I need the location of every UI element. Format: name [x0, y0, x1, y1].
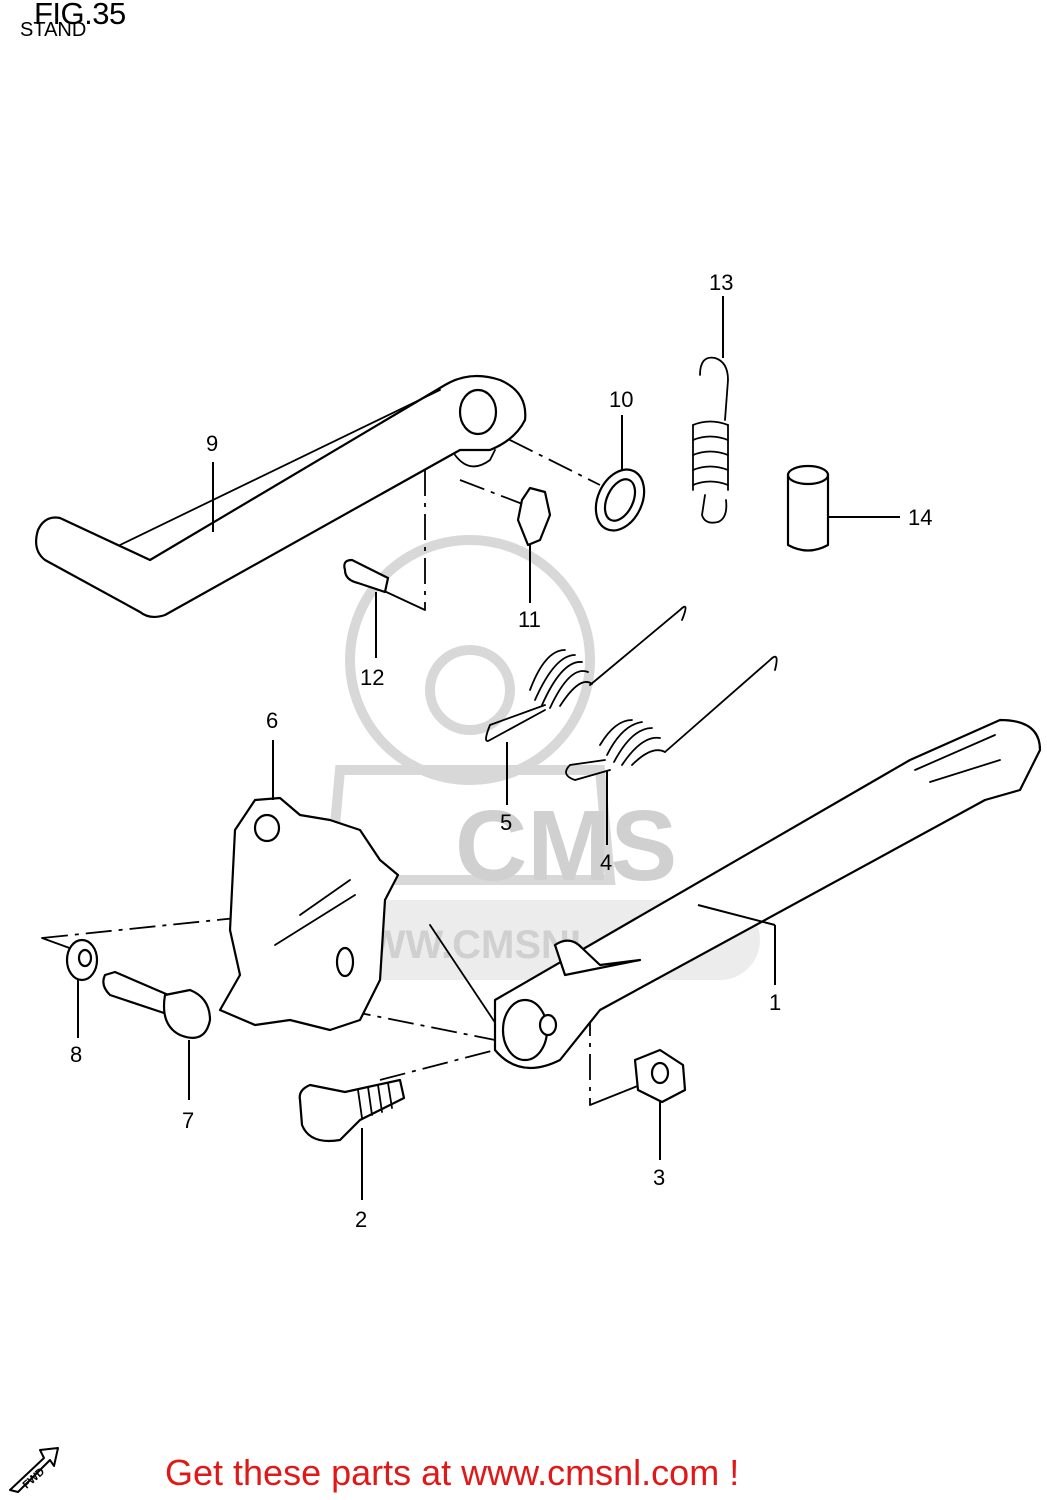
spring-long — [565, 655, 778, 781]
washer-ring-inner — [603, 478, 637, 522]
callout-4: 4 — [600, 850, 612, 875]
assembly-line-bolt-stand — [379, 1049, 496, 1081]
callout-3: 3 — [653, 1165, 665, 1190]
lever-edge-line — [119, 389, 441, 546]
watermark-mascot-face — [425, 645, 515, 735]
spring-short-coils — [529, 649, 593, 709]
lever-arm — [35, 374, 527, 619]
fwd-label: FWD — [21, 1466, 48, 1492]
figure-subtitle: STAND — [20, 19, 87, 41]
bracket — [218, 796, 400, 1032]
lever-tab — [454, 449, 496, 468]
spring-hook — [692, 356, 729, 524]
bracket-plate — [218, 796, 400, 1032]
pivot-bolt-threads — [357, 1082, 393, 1119]
bolt-head — [162, 988, 212, 1039]
washer-inner — [77, 948, 93, 968]
spring-hook-coils — [692, 420, 729, 486]
figure-title: FIG.35 — [34, 0, 126, 31]
assembly-line-bracket-stand — [344, 1009, 496, 1041]
screw — [343, 558, 390, 594]
callout-7: 7 — [182, 1108, 194, 1133]
washer-ring — [594, 468, 646, 532]
callout-9: 9 — [206, 431, 218, 456]
assembly-line-bracket-pivot — [429, 924, 501, 1031]
spring-hook-bottom — [701, 494, 728, 524]
pivot-bolt-body — [298, 1078, 406, 1143]
callout-10: 10 — [609, 387, 633, 412]
bracket-hole-bottom — [335, 946, 355, 978]
figure-header: FIG.35 STAND — [0, 0, 300, 60]
assembly-line-screw — [381, 589, 426, 611]
collar — [786, 464, 830, 552]
spring-hook-top — [699, 356, 729, 421]
stand-pivot-hole — [538, 1013, 558, 1037]
callout-1: 1 — [769, 990, 781, 1015]
callout-5: 5 — [500, 810, 512, 835]
collar-body — [786, 473, 830, 552]
callout-11: 11 — [518, 607, 541, 632]
bracket-edge-lines — [274, 879, 356, 946]
spring-long-coils — [599, 719, 666, 766]
bracket-hole-top — [253, 813, 281, 843]
callout-2: 2 — [355, 1207, 367, 1232]
callout-8: 8 — [70, 1042, 82, 1067]
leader-1-diag — [697, 904, 776, 926]
lever-pivot-hole — [458, 388, 498, 436]
spring-long-hook-left — [565, 759, 611, 781]
washer — [65, 938, 99, 982]
parts-diagram: CMS WWW.CMSNL.COM — [35, 270, 1042, 1232]
assembly-line-lever-clip — [459, 479, 526, 506]
watermark-mascot-head — [345, 535, 595, 785]
pivot-bolt — [298, 1078, 406, 1143]
bolt — [102, 970, 212, 1039]
stand-foot-lines — [914, 734, 1001, 783]
spring-short-hook-left — [485, 704, 546, 742]
spring-short-hook-right — [589, 605, 687, 686]
callout-12: 12 — [360, 665, 384, 690]
spring-long-hook-right — [664, 655, 778, 753]
leader-lines — [77, 296, 900, 1200]
stand — [493, 718, 1042, 1070]
spring-short — [485, 605, 687, 742]
screw-body — [343, 558, 390, 594]
watermark-brand: CMS — [455, 790, 677, 902]
footer-link-text[interactable]: Get these parts at www.cmsnl.com ! — [165, 1452, 740, 1493]
callout-6: 6 — [266, 708, 278, 733]
callout-13: 13 — [709, 270, 733, 295]
nut-hole — [650, 1061, 670, 1085]
spring-hook-sides — [692, 424, 729, 491]
collar-top — [786, 464, 830, 486]
fwd-arrow-icon: FWD — [9, 1447, 59, 1493]
clip — [516, 486, 552, 547]
lever — [35, 374, 527, 619]
nut — [633, 1048, 687, 1104]
stand-leg — [493, 718, 1042, 1070]
assembly-line-nut — [589, 1084, 641, 1106]
callouts: 1 2 3 4 5 6 7 8 9 10 11 12 13 14 — [70, 270, 932, 1232]
callout-14: 14 — [908, 505, 932, 530]
stand-spring-hook — [553, 939, 642, 977]
